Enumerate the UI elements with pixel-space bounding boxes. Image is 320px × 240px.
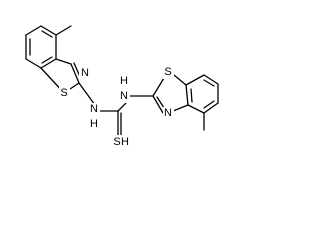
chemical-structure: S N N H N H S H S N xyxy=(25,25,219,148)
bond xyxy=(152,95,164,114)
left-amine-hydrogen-label: H xyxy=(90,118,98,130)
bond xyxy=(203,102,219,114)
right-ring-nitrogen-label: N xyxy=(164,107,172,119)
right-amine-nitrogen-label: N xyxy=(120,90,128,102)
double-bond-inner xyxy=(41,56,53,64)
bond xyxy=(203,74,219,85)
bond xyxy=(185,74,205,86)
left-sulfur-label: S xyxy=(60,87,67,99)
bond xyxy=(185,84,189,106)
bond xyxy=(173,74,187,86)
thione-hydrogen-label: H xyxy=(121,136,129,148)
right-benzothiazole xyxy=(152,74,219,131)
bond xyxy=(40,25,57,36)
bond xyxy=(78,82,96,106)
right-sulfur-label: S xyxy=(164,66,171,78)
bond xyxy=(55,58,72,65)
atom-labels: S N N H N H S H S N xyxy=(59,66,174,148)
bond xyxy=(187,104,205,114)
left-ring-nitrogen-label: N xyxy=(81,67,89,79)
thione-sulfur-label: S xyxy=(113,136,120,148)
double-bond-inner xyxy=(203,79,215,87)
bond xyxy=(70,63,80,84)
bond xyxy=(25,25,42,36)
left-benzothiazole xyxy=(25,25,82,94)
bond xyxy=(40,58,57,69)
double-bond-inner xyxy=(190,88,193,103)
left-amine-nitrogen-label: N xyxy=(90,103,98,115)
double-bond-inner xyxy=(41,30,53,38)
double-bond-inner xyxy=(203,100,215,109)
right-amine-hydrogen-label: H xyxy=(120,75,128,87)
bond xyxy=(25,58,42,69)
methyl-bond xyxy=(55,25,72,36)
bond xyxy=(152,77,165,97)
